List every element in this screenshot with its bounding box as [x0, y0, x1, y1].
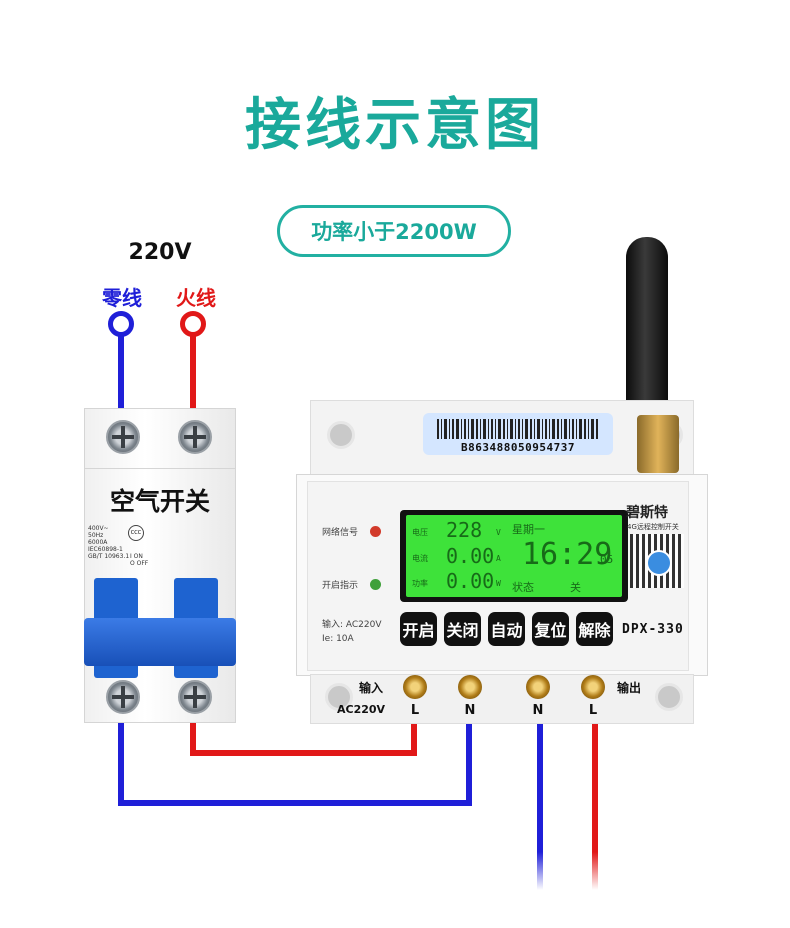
live-wire-label: 火线: [176, 286, 216, 310]
terminal-label: N: [532, 703, 544, 718]
neutral-output-wire: [537, 700, 543, 890]
lcd-seconds: 05: [600, 553, 614, 566]
breaker-name: 空气开关: [109, 487, 210, 516]
power-on-led: [370, 579, 381, 590]
on-mark: I ON: [130, 553, 143, 560]
screw-icon: [106, 420, 140, 454]
barcode-label: B863488050954737: [423, 413, 613, 455]
terminal-label: N: [464, 703, 476, 718]
release-button[interactable]: 解除: [576, 612, 613, 646]
mount-hole-icon: [655, 683, 683, 711]
terminal-label: L: [410, 703, 420, 718]
neutral-wire-label: 零线: [102, 286, 142, 310]
off-mark: O OFF: [130, 560, 149, 567]
terminal-label: L: [588, 703, 598, 718]
ccc-mark-icon: CCC: [128, 525, 144, 541]
screw-icon: [106, 680, 140, 714]
output-terminal-label: 输出: [617, 681, 642, 695]
breaker-marks: I ON O OFF: [130, 553, 148, 567]
breaker-handle[interactable]: [84, 618, 236, 666]
live-output-wire: [592, 700, 598, 890]
network-signal-label: 网络信号: [322, 528, 359, 538]
spec-line: 400V~: [88, 525, 109, 532]
lcd-label-voltage: 电压: [412, 528, 428, 537]
power-condition-text: 功率小于2200W: [311, 220, 477, 244]
device-terminal-block: 输入 AC220V 输出 L N N L: [310, 674, 694, 724]
air-circuit-breaker: 空气开关 400V~ 50Hz 6000A IEC60898-1 GB/T 10…: [84, 408, 236, 723]
reset-button[interactable]: 复位: [532, 612, 569, 646]
product-subtitle: 4G远程控制开关: [627, 523, 679, 531]
antenna-icon: [626, 237, 668, 427]
power-on-indicator-label: 开启指示: [322, 581, 359, 591]
lcd-unit-current: A: [496, 554, 501, 563]
antenna-connector-icon: [637, 415, 679, 473]
lcd-label-power: 功率: [412, 579, 428, 588]
lcd-voltage-value: 228: [446, 518, 483, 542]
lcd-unit-voltage: V: [496, 528, 501, 537]
mount-hole-icon: [325, 683, 353, 711]
lcd-power-value: 0.00: [446, 569, 495, 593]
neutral-input-wire: [118, 700, 472, 806]
close-button[interactable]: 关闭: [444, 612, 481, 646]
lcd-label-current: 电流: [412, 554, 428, 563]
power-condition-badge: 功率小于2200W: [277, 205, 511, 257]
lcd-current-value: 0.00: [446, 544, 495, 568]
spec-line: IEC60898-1: [88, 546, 123, 553]
terminal-screw-icon: [403, 675, 427, 699]
neutral-terminal-icon: [108, 311, 134, 337]
device-front: 网络信号 开启指示 输入: AC220V Ie: 10A 电压 电流 功率 22…: [296, 474, 708, 676]
live-input-wire: [190, 700, 417, 756]
breaker-spec: 400V~ 50Hz 6000A IEC60898-1 GB/T 10963.1: [88, 525, 129, 560]
lcd-time: 16:29: [522, 537, 613, 572]
supply-voltage-label: 220V: [128, 240, 192, 265]
screw-icon: [178, 680, 212, 714]
spec-line: 6000A: [88, 539, 108, 546]
input-terminal-label: 输入: [359, 681, 384, 695]
current-rating: Ie: 10A: [322, 634, 354, 644]
screw-icon: [178, 420, 212, 454]
terminal-screw-icon: [581, 675, 605, 699]
auto-button[interactable]: 自动: [488, 612, 525, 646]
spec-line: GB/T 10963.1: [88, 553, 130, 560]
device-top-housing: B863488050954737: [310, 400, 694, 482]
live-terminal-icon: [180, 311, 206, 337]
lcd-unit-power: W: [496, 579, 501, 588]
spec-line: 50Hz: [88, 532, 104, 539]
serial-number: B863488050954737: [461, 441, 575, 454]
input-voltage-label: AC220V: [337, 703, 386, 716]
lcd-display: 电压 电流 功率 228 0.00 0.00 V A W 星期一 16:29 0…: [400, 510, 628, 602]
brand-name: 碧斯特: [626, 505, 668, 521]
terminal-screw-icon: [458, 675, 482, 699]
terminal-screw-icon: [526, 675, 550, 699]
model-number: DPX-330: [622, 622, 684, 637]
lcd-status-label: 状态: [512, 581, 534, 594]
main-title: 接线示意图: [245, 93, 545, 158]
input-rating: 输入: AC220V: [322, 620, 382, 630]
lcd-screen: 电压 电流 功率 228 0.00 0.00 V A W 星期一 16:29 0…: [406, 515, 622, 597]
mount-hole-icon: [327, 421, 355, 449]
network-signal-led: [370, 526, 381, 537]
open-button[interactable]: 开启: [400, 612, 437, 646]
app-logo-icon: [646, 550, 672, 576]
device-panel: 网络信号 开启指示 输入: AC220V Ie: 10A 电压 电流 功率 22…: [307, 481, 689, 671]
lcd-status-value: 关: [570, 581, 581, 594]
remote-control-switch: B863488050954737 网络信号 开启指示 输入: AC220V Ie…: [296, 400, 708, 730]
lcd-weekday: 星期一: [512, 523, 545, 536]
